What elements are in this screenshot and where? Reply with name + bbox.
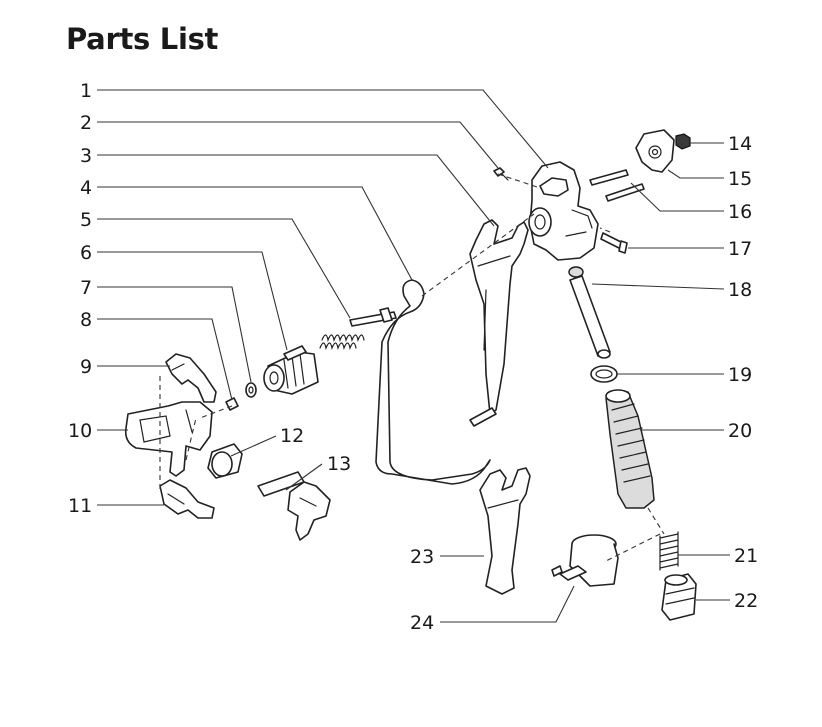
part-5-spring-shaft xyxy=(319,307,397,351)
part-3-trigger xyxy=(469,219,529,427)
part-15-rear-cover xyxy=(635,129,675,173)
callout-22: 22 xyxy=(734,590,758,612)
part-16-pins xyxy=(589,169,645,202)
leader-15 xyxy=(667,169,724,179)
part-2-screw xyxy=(493,167,509,181)
part-13-tip xyxy=(257,471,331,541)
part-12-bushing xyxy=(207,443,243,479)
part-21-spring xyxy=(659,531,679,571)
part-19-o-ring xyxy=(590,365,618,383)
part-22-fitting xyxy=(661,573,697,621)
leader-8 xyxy=(97,318,233,401)
callout-24: 24 xyxy=(410,612,434,634)
callout-3: 3 xyxy=(80,145,92,167)
callout-17: 17 xyxy=(728,238,752,260)
leader-24 xyxy=(440,585,575,623)
callout-23: 23 xyxy=(410,546,434,568)
leader-12 xyxy=(230,435,277,457)
leader-18 xyxy=(591,283,725,290)
callout-8: 8 xyxy=(80,309,92,331)
leader-16 xyxy=(630,182,724,212)
leader-7 xyxy=(97,286,252,383)
part-23-trigger-assembly xyxy=(479,467,531,595)
leader-13 xyxy=(285,463,323,491)
callout-13: 13 xyxy=(327,453,351,475)
part-4-trigger-guard xyxy=(375,279,491,485)
part-10-tip-guard xyxy=(124,401,213,477)
leader-4 xyxy=(97,186,413,281)
leader-2 xyxy=(97,121,499,169)
part-1-gun-body xyxy=(528,161,599,261)
callout-14: 14 xyxy=(728,133,752,155)
part-11-clamp-lower xyxy=(159,479,215,519)
leader-3 xyxy=(97,154,495,227)
callout-1: 1 xyxy=(80,80,92,102)
assembly-lines xyxy=(159,173,665,563)
callout-19: 19 xyxy=(728,364,752,386)
leader-6 xyxy=(97,251,288,351)
leader-1 xyxy=(97,89,549,169)
callout-7: 7 xyxy=(80,277,92,299)
page-title: Parts List xyxy=(66,22,219,56)
callout-4: 4 xyxy=(80,177,92,199)
callout-18: 18 xyxy=(728,279,752,301)
part-7-ring xyxy=(245,382,257,398)
part-24-collar xyxy=(551,534,619,587)
callout-11: 11 xyxy=(68,495,92,517)
callout-12: 12 xyxy=(280,425,304,447)
callout-15: 15 xyxy=(728,168,752,190)
callout-5: 5 xyxy=(80,209,92,231)
part-6-valve-housing xyxy=(263,345,319,395)
part-14-cap xyxy=(675,133,691,150)
leader-lines xyxy=(97,89,730,623)
leader-5 xyxy=(97,218,351,319)
callout-numbers: 1 2 3 4 5 6 7 8 9 10 11 12 13 14 15 16 1… xyxy=(68,80,758,634)
callout-10: 10 xyxy=(68,420,92,442)
callout-20: 20 xyxy=(728,420,752,442)
part-9-clamp-upper xyxy=(165,353,217,403)
callout-2: 2 xyxy=(80,112,92,134)
part-20-handle xyxy=(605,389,655,509)
callout-9: 9 xyxy=(80,356,92,378)
part-17-bolt xyxy=(600,232,628,254)
callout-21: 21 xyxy=(734,545,758,567)
callout-16: 16 xyxy=(728,201,752,223)
callout-6: 6 xyxy=(80,242,92,264)
part-18-tube xyxy=(568,266,611,359)
